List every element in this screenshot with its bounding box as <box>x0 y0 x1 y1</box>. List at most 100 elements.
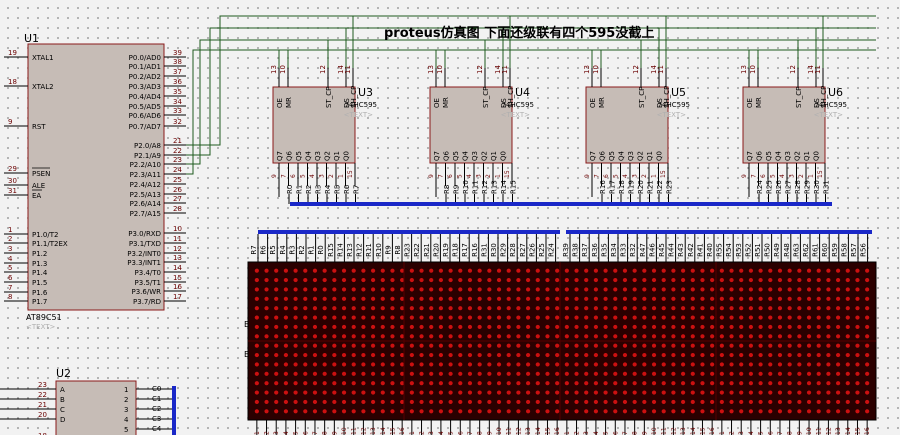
led <box>361 277 366 283</box>
led <box>816 268 821 273</box>
led <box>835 352 841 358</box>
led <box>516 352 521 358</box>
led <box>535 399 540 405</box>
led <box>739 315 744 320</box>
led <box>748 324 754 330</box>
led <box>622 315 628 320</box>
led <box>806 306 812 311</box>
led <box>835 343 841 348</box>
led <box>806 352 812 358</box>
led <box>390 287 395 292</box>
led <box>622 268 628 273</box>
led <box>254 352 259 358</box>
matrix-side-label: B <box>244 350 250 359</box>
control-wire <box>186 15 876 146</box>
led <box>739 334 744 339</box>
matrix-column-label: R51 <box>754 243 762 257</box>
led <box>574 296 579 301</box>
led <box>700 268 705 273</box>
matrix-pin-number: 6 <box>612 431 619 435</box>
led <box>303 296 308 301</box>
led <box>477 315 482 320</box>
led <box>671 362 676 367</box>
led <box>312 296 318 301</box>
led <box>390 296 395 301</box>
led <box>487 268 492 273</box>
u1-pin-number: 10 <box>173 225 182 233</box>
shift-register-pin-name: SH_CP <box>350 86 358 108</box>
led <box>710 343 715 348</box>
led <box>516 268 521 273</box>
led <box>622 399 628 405</box>
net-label: R18 <box>618 180 626 194</box>
led <box>768 315 773 320</box>
matrix-pin-number: 11 <box>351 427 358 435</box>
led <box>787 390 792 395</box>
led <box>467 371 473 376</box>
led <box>661 399 666 405</box>
led <box>370 381 376 386</box>
led <box>574 324 579 330</box>
led <box>419 296 424 301</box>
led <box>322 268 327 273</box>
led <box>651 362 657 367</box>
led <box>661 381 666 386</box>
led <box>845 277 850 283</box>
led <box>419 399 424 405</box>
led <box>748 268 754 273</box>
led <box>865 334 870 339</box>
led <box>535 296 540 301</box>
led <box>632 268 637 273</box>
led <box>487 343 492 348</box>
led <box>835 306 841 311</box>
led <box>525 362 531 367</box>
led <box>816 343 821 348</box>
shift-register-pin-number: 4 <box>309 174 316 178</box>
led <box>584 287 589 292</box>
matrix-pin-number: 8 <box>322 431 329 435</box>
led <box>593 399 599 405</box>
shift-register-pin-number: 11 <box>501 65 509 74</box>
led <box>651 324 657 330</box>
led <box>429 352 434 358</box>
matrix-pin-number: 6 <box>457 431 464 435</box>
led <box>341 268 347 273</box>
matrix-column-label: R15 <box>327 243 335 257</box>
matrix-pin-number: 11 <box>506 427 513 435</box>
u1-pin-name: P2.5/A13 <box>130 191 161 199</box>
led <box>332 343 337 348</box>
led <box>332 315 337 320</box>
led <box>865 277 870 283</box>
led <box>438 390 444 395</box>
u1-pin-name: PSEN <box>32 170 50 178</box>
led <box>574 381 579 386</box>
led <box>303 381 308 386</box>
led <box>584 324 589 330</box>
led <box>303 334 308 339</box>
led <box>680 362 686 367</box>
led <box>661 296 666 301</box>
led <box>613 399 618 405</box>
led <box>700 399 705 405</box>
led <box>254 268 259 273</box>
led <box>545 381 550 386</box>
led <box>564 343 569 348</box>
led <box>564 371 569 376</box>
led <box>816 409 821 414</box>
led <box>613 277 618 283</box>
matrix-pin-number: 6 <box>302 431 309 435</box>
led <box>642 315 647 320</box>
shift-register-pin-number: 3 <box>476 174 483 178</box>
shift-register-pin-name: Q4 <box>618 150 626 161</box>
led <box>370 324 376 330</box>
led <box>390 306 395 311</box>
led <box>487 315 492 320</box>
led <box>448 352 453 358</box>
led <box>274 343 279 348</box>
led <box>487 390 492 395</box>
shift-register-pin-number: 6 <box>447 174 454 178</box>
led <box>613 306 618 311</box>
led <box>680 343 686 348</box>
led <box>787 287 792 292</box>
